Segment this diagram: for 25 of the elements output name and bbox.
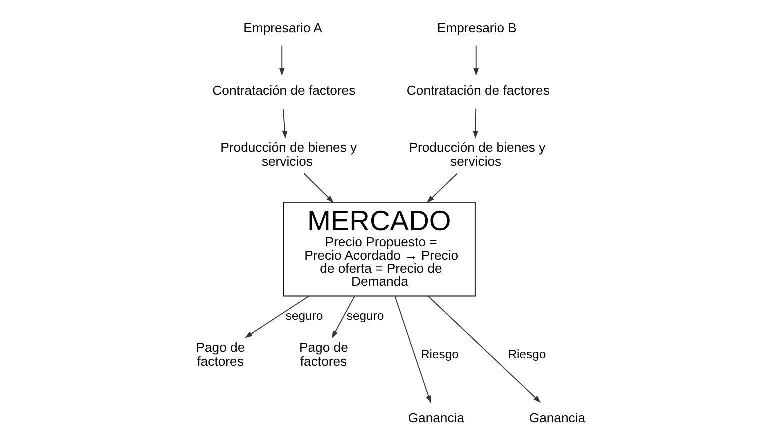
node-text: Pago de factores [299,340,348,369]
node-text: Ganancia [408,410,465,426]
node-box: MERCADO Precio Propuesto = Precio Acordado → Precio de oferta = Precio de Demanda [284,202,476,297]
node-text: Contratación de factores [212,83,356,98]
edge-label: Riesgo [420,348,459,362]
node-text: Producción de bienes y servicios [220,140,358,170]
edge-label: seguro [286,309,324,324]
node-text: Pago de factores [196,340,246,369]
node-text: Contratación de factores [406,83,550,98]
edge-label: Riesgo [508,348,546,362]
arrow [428,296,541,404]
arrow [282,108,288,139]
node-text: Empresario A [244,20,322,36]
node-text: Ganancia [529,410,586,426]
arrow [473,108,478,139]
arrow [474,45,479,76]
node-text: Producción de bienes y servicios [409,140,546,170]
arrow [426,173,458,204]
arrow [245,296,310,338]
arrow [304,173,334,204]
arrow [332,296,356,339]
arrow [279,45,285,76]
edge-label: seguro [346,309,384,324]
arrow [394,296,432,404]
node-text: Empresario B [437,20,517,36]
